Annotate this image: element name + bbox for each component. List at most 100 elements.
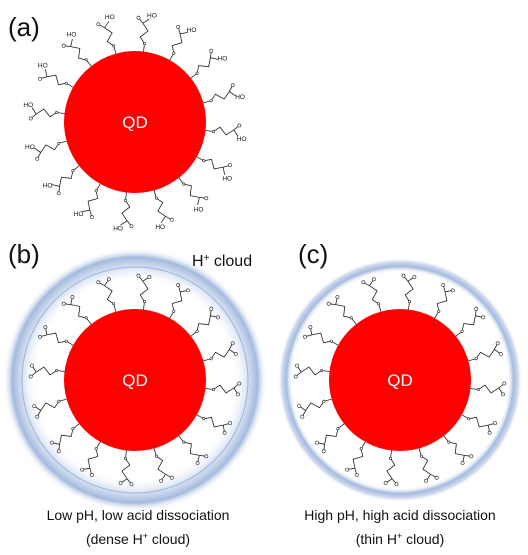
sulfur-atom (71, 169, 75, 173)
sulfur-atom (349, 316, 353, 320)
ligand-c (468, 341, 503, 362)
qd-label-b: QD (122, 371, 148, 390)
oxygen-atom (50, 440, 54, 445)
ligand-a: HO (25, 140, 67, 161)
oxygen-atom (80, 467, 85, 472)
ligand-c (443, 435, 474, 465)
sulfur-atom (336, 427, 340, 431)
ligand-c (418, 448, 439, 483)
panel-a-label: (a) (8, 12, 40, 42)
oxygen-atom (361, 280, 366, 285)
qd-core-c (329, 309, 471, 451)
ligand-c (361, 277, 382, 312)
oxygen-atom (303, 334, 307, 339)
hydroxyl-label: HO (147, 12, 157, 19)
oxygen-atom (293, 374, 298, 379)
ligand-c (297, 398, 332, 419)
hydroxyl-label: HO (105, 14, 115, 21)
ligand-c (401, 273, 417, 310)
oxygen-atom (107, 277, 111, 282)
sulfur-atom (84, 316, 88, 320)
hydroxyl-label: HO (74, 211, 84, 218)
oxygen-atom (38, 76, 42, 81)
hydroxyl-label: HO (218, 56, 228, 63)
oxygen-atom (89, 473, 94, 477)
sulfur-atom (94, 189, 98, 193)
sulfur-atom (476, 387, 480, 391)
oxygen-atom (230, 341, 235, 346)
ligand-a: HO (178, 177, 209, 213)
ligand-b (80, 441, 101, 477)
oxygen-atom (209, 306, 214, 311)
hydroxyl-label: HO (194, 206, 204, 213)
oxygen-atom (30, 363, 34, 368)
oxygen-atom (441, 283, 446, 287)
ligand-b (61, 295, 92, 325)
ligand-b (38, 325, 74, 346)
oxygen-atom (129, 224, 134, 229)
sulfur-atom (202, 417, 206, 421)
ligand-c (455, 306, 485, 337)
oxygen-atom (321, 449, 326, 454)
sulfur-atom (377, 302, 381, 306)
oxygen-atom (228, 421, 232, 426)
oxygen-atom (61, 43, 66, 48)
hydroxyl-label: HO (43, 183, 53, 190)
sulfur-atom (211, 387, 215, 391)
ligand-b (153, 448, 174, 483)
oxygen-atom (56, 191, 61, 196)
ligand-a: HO (190, 48, 228, 79)
hydroxyl-label: HO (237, 136, 247, 143)
oxygen-atom (56, 449, 61, 454)
sulfur-atom (195, 329, 199, 333)
sulfur-atom (359, 447, 363, 451)
caption-c-line1: High pH, high acid dissociation (304, 507, 495, 523)
sulfur-atom (211, 130, 215, 134)
h-plus-cloud-label: H+ cloud (192, 253, 252, 271)
oxygen-atom (335, 295, 340, 299)
sulfur-atom (209, 99, 213, 103)
oxygen-atom (209, 48, 214, 53)
oxygen-atom (28, 374, 33, 379)
oxygen-atom (383, 481, 388, 485)
oxygen-atom (424, 478, 429, 483)
oxygen-atom (495, 341, 500, 346)
oxygen-atom (169, 475, 174, 480)
oxygen-atom (228, 163, 232, 168)
oxygen-atom (204, 196, 209, 201)
hydroxyl-label: HO (235, 94, 245, 101)
sulfur-atom (195, 71, 199, 75)
ligand-c (315, 423, 345, 454)
oxygen-atom (498, 351, 503, 356)
oxygen-atom (176, 283, 181, 287)
sulfur-atom (84, 58, 88, 62)
oxygen-atom (32, 404, 37, 409)
sulfur-atom (447, 440, 451, 444)
sulfur-atom (64, 339, 68, 343)
sulfur-atom (124, 198, 128, 202)
oxygen-atom (371, 277, 376, 282)
oxygen-atom (147, 275, 152, 279)
oxygen-atom (412, 275, 417, 279)
ligand-b (50, 423, 80, 454)
qd-core-b (64, 309, 206, 451)
ligand-c (461, 414, 497, 435)
oxygen-atom (136, 15, 141, 20)
ligand-b (96, 277, 117, 312)
panel-b-label: (b) (8, 239, 40, 269)
oxygen-atom (237, 381, 242, 386)
oxygen-atom (96, 280, 101, 285)
oxygen-atom (61, 301, 66, 306)
oxygen-atom (38, 334, 42, 339)
oxygen-atom (236, 392, 240, 397)
panel-c-label: (c) (298, 239, 328, 269)
oxygen-atom (308, 325, 313, 330)
hydroxyl-label: HO (222, 176, 232, 183)
sulfur-atom (57, 141, 61, 145)
ligand-a: HO (23, 102, 65, 121)
h-plus-cloud-boundary (21, 266, 249, 494)
sulfur-atom (322, 399, 326, 403)
hydroxyl-label: HO (187, 27, 197, 34)
ligand-a: HO (74, 183, 101, 219)
